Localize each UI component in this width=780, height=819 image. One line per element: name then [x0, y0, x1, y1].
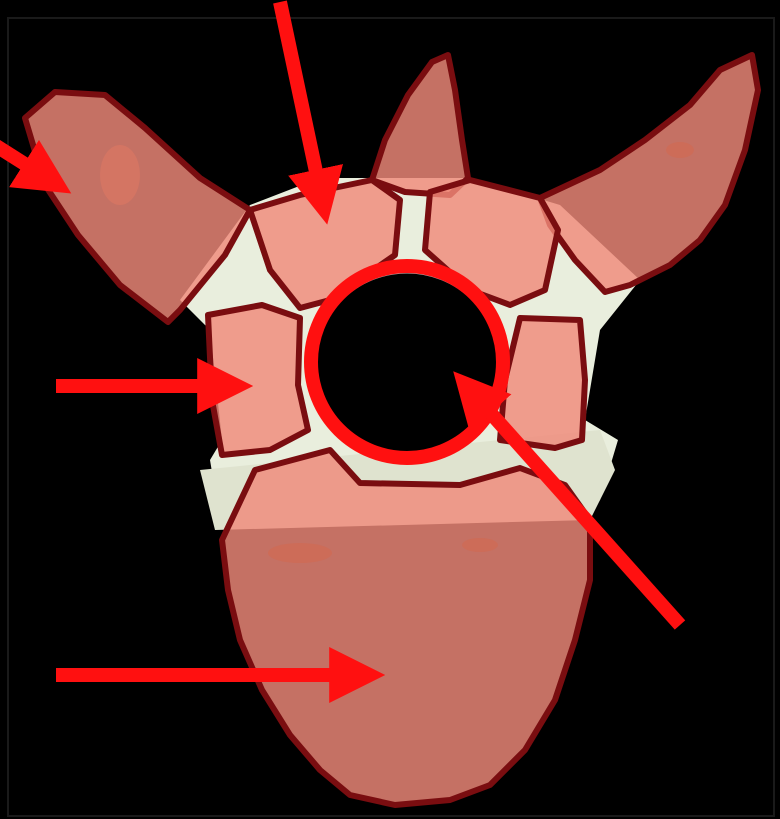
spinous-process: [372, 55, 468, 195]
vertebral-body: [222, 450, 590, 805]
arrow-lamina: [280, 2, 322, 200]
transverse-process-right: [540, 55, 758, 292]
